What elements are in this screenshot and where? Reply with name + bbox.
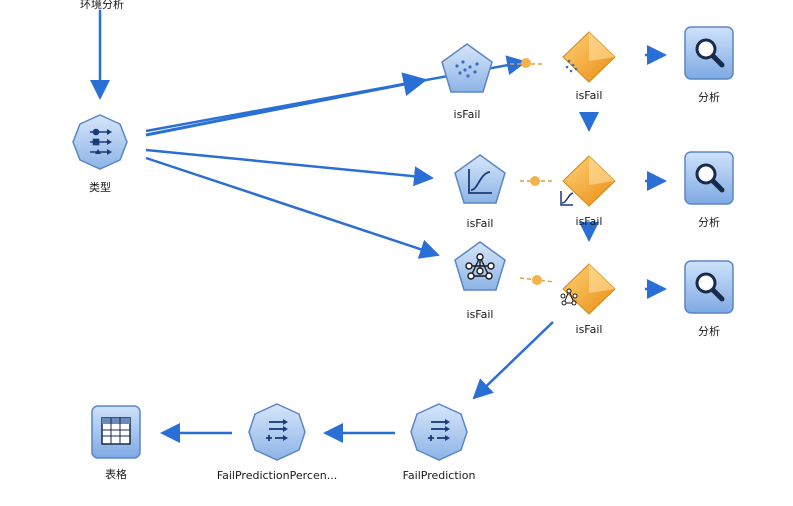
fail-prediction-node-label: FailPrediction	[403, 469, 476, 482]
model-nugget-3[interactable]: isFail	[560, 263, 616, 336]
logistic-mini-icon	[560, 191, 574, 206]
model-nugget-1[interactable]: isFail	[562, 31, 616, 102]
analysis-node-3-label: 分析	[698, 324, 720, 338]
link-type-m2[interactable]	[145, 148, 434, 187]
model-node-1[interactable]: isFail	[441, 43, 493, 121]
link-m1-n1[interactable]	[510, 58, 545, 68]
type-node-label: 类型	[89, 180, 111, 194]
type-node[interactable]: 类型	[72, 114, 128, 194]
model-node-3-label: isFail	[467, 308, 494, 321]
link-m2-n2[interactable]	[520, 176, 555, 186]
analysis-node-2-label: 分析	[698, 215, 720, 229]
table-node-label: 表格	[105, 467, 127, 481]
analysis-node-1[interactable]: 分析	[684, 26, 734, 104]
analysis-magnifier-icon	[695, 38, 725, 68]
bayes-network-icon	[465, 253, 495, 280]
logistic-curve-icon	[468, 169, 492, 194]
analysis-node-3[interactable]: 分析	[684, 260, 734, 338]
link-m3-n3[interactable]	[519, 275, 556, 285]
model-nugget-2[interactable]: isFail	[560, 155, 616, 228]
analysis-magnifier-icon	[695, 163, 725, 193]
source-node-label: 环境分析	[80, 0, 124, 11]
analysis-node-1-label: 分析	[698, 90, 720, 104]
model-node-3[interactable]: isFail	[454, 241, 506, 321]
model-node-2[interactable]: isFail	[454, 154, 506, 230]
analysis-magnifier-icon	[695, 272, 725, 302]
link-n3-fp[interactable]	[472, 321, 554, 400]
analysis-node-2[interactable]: 分析	[684, 151, 734, 229]
type-node-icon	[90, 128, 112, 155]
model-node-1-label: isFail	[454, 108, 481, 121]
modeling-node-icon	[455, 60, 479, 78]
connections	[90, 10, 667, 443]
model-node-2-label: isFail	[467, 217, 494, 230]
table-icon	[101, 417, 131, 445]
model-nugget-1-label: isFail	[576, 89, 603, 102]
bayes-mini-icon	[560, 288, 578, 306]
link-type-m3[interactable]	[145, 156, 440, 259]
source-node[interactable]: 环境分析	[80, 0, 124, 11]
table-node[interactable]: 表格	[91, 405, 141, 481]
model-nugget-2-label: isFail	[576, 215, 603, 228]
fail-prediction-percent-node[interactable]: FailPredictionPercen...	[217, 403, 337, 482]
derive-node-icon	[266, 419, 288, 441]
model-nugget-icon	[565, 59, 578, 73]
fail-prediction-node[interactable]: FailPrediction	[403, 403, 476, 482]
derive-node-icon	[428, 419, 450, 441]
fail-prediction-percent-node-label: FailPredictionPercen...	[217, 469, 337, 482]
model-nugget-3-label: isFail	[576, 323, 603, 336]
